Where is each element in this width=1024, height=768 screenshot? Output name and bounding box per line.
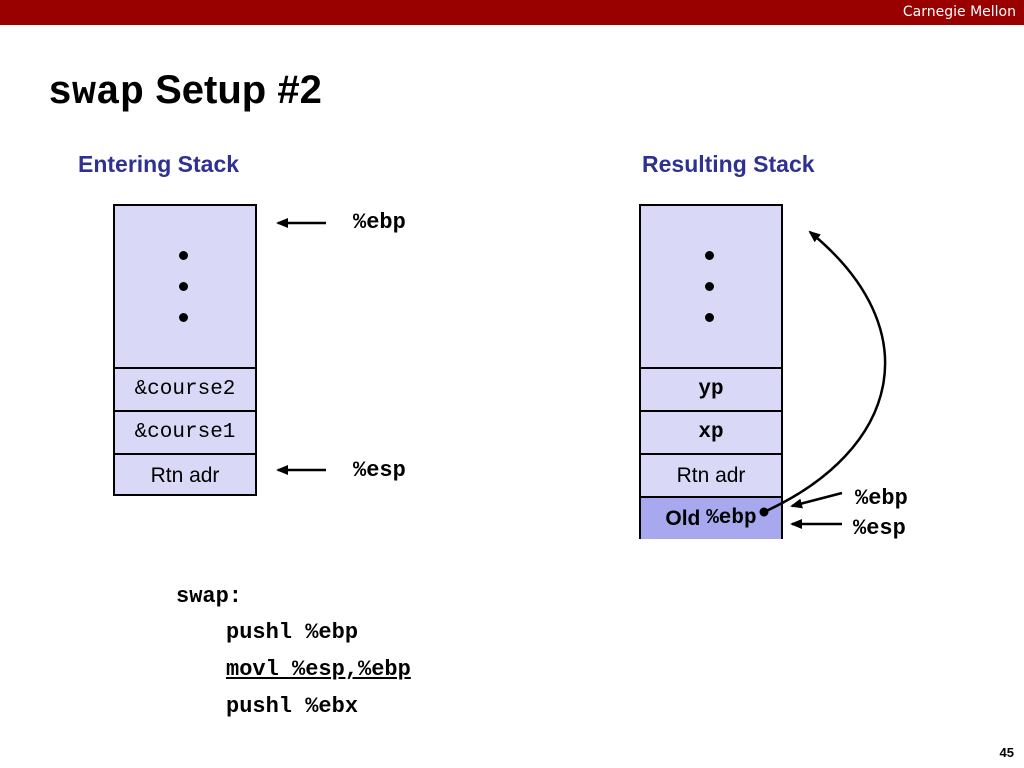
entering-stack-heading: Entering Stack xyxy=(78,151,240,177)
stack-cell-xp: xp xyxy=(641,410,781,453)
ellipsis-dot xyxy=(705,313,714,322)
old-ebp-curved-arrow xyxy=(763,230,887,514)
org-name: Carnegie Mellon xyxy=(902,4,1016,20)
code-line-2: movl %esp,%ebp xyxy=(226,657,411,682)
resulting-stack-heading: Resulting Stack xyxy=(642,151,815,177)
ellipsis-dot xyxy=(179,251,188,260)
stack-cell-rtn-adr: Rtn adr xyxy=(115,453,255,496)
ellipsis-dot xyxy=(179,313,188,322)
code-line-3: pushl %ebx xyxy=(226,694,359,719)
stack-cell-old-ebp: Old %ebp xyxy=(641,496,781,539)
ellipsis-dot xyxy=(179,282,188,291)
left-esp-label: %esp xyxy=(353,458,406,483)
stack-cell-yp: yp xyxy=(641,367,781,410)
code-line-1: pushl %ebp xyxy=(226,620,359,645)
entering-stack: &course2 &course1 Rtn adr xyxy=(113,204,257,496)
slide-title: swap Setup #2 xyxy=(48,68,322,116)
header-bar: Carnegie Mellon xyxy=(0,0,1024,25)
right-ebp-label: %ebp xyxy=(855,486,908,511)
ellipsis-dot xyxy=(705,251,714,260)
right-esp-label: %esp xyxy=(853,516,906,541)
page-number: 45 xyxy=(999,745,1014,760)
code-label: swap: xyxy=(176,584,243,609)
resulting-stack: yp xp Rtn adr Old %ebp xyxy=(639,204,783,539)
stack-cell-course1: &course1 xyxy=(115,410,255,453)
right-ebp-arrow xyxy=(790,491,843,509)
title-function-name: swap xyxy=(48,71,145,116)
stack-cell-course2: &course2 xyxy=(115,367,255,410)
ellipsis-dot xyxy=(705,282,714,291)
left-ebp-label: %ebp xyxy=(353,210,406,235)
title-rest: Setup #2 xyxy=(144,68,322,112)
stack-cell-rtn-adr: Rtn adr xyxy=(641,453,781,496)
